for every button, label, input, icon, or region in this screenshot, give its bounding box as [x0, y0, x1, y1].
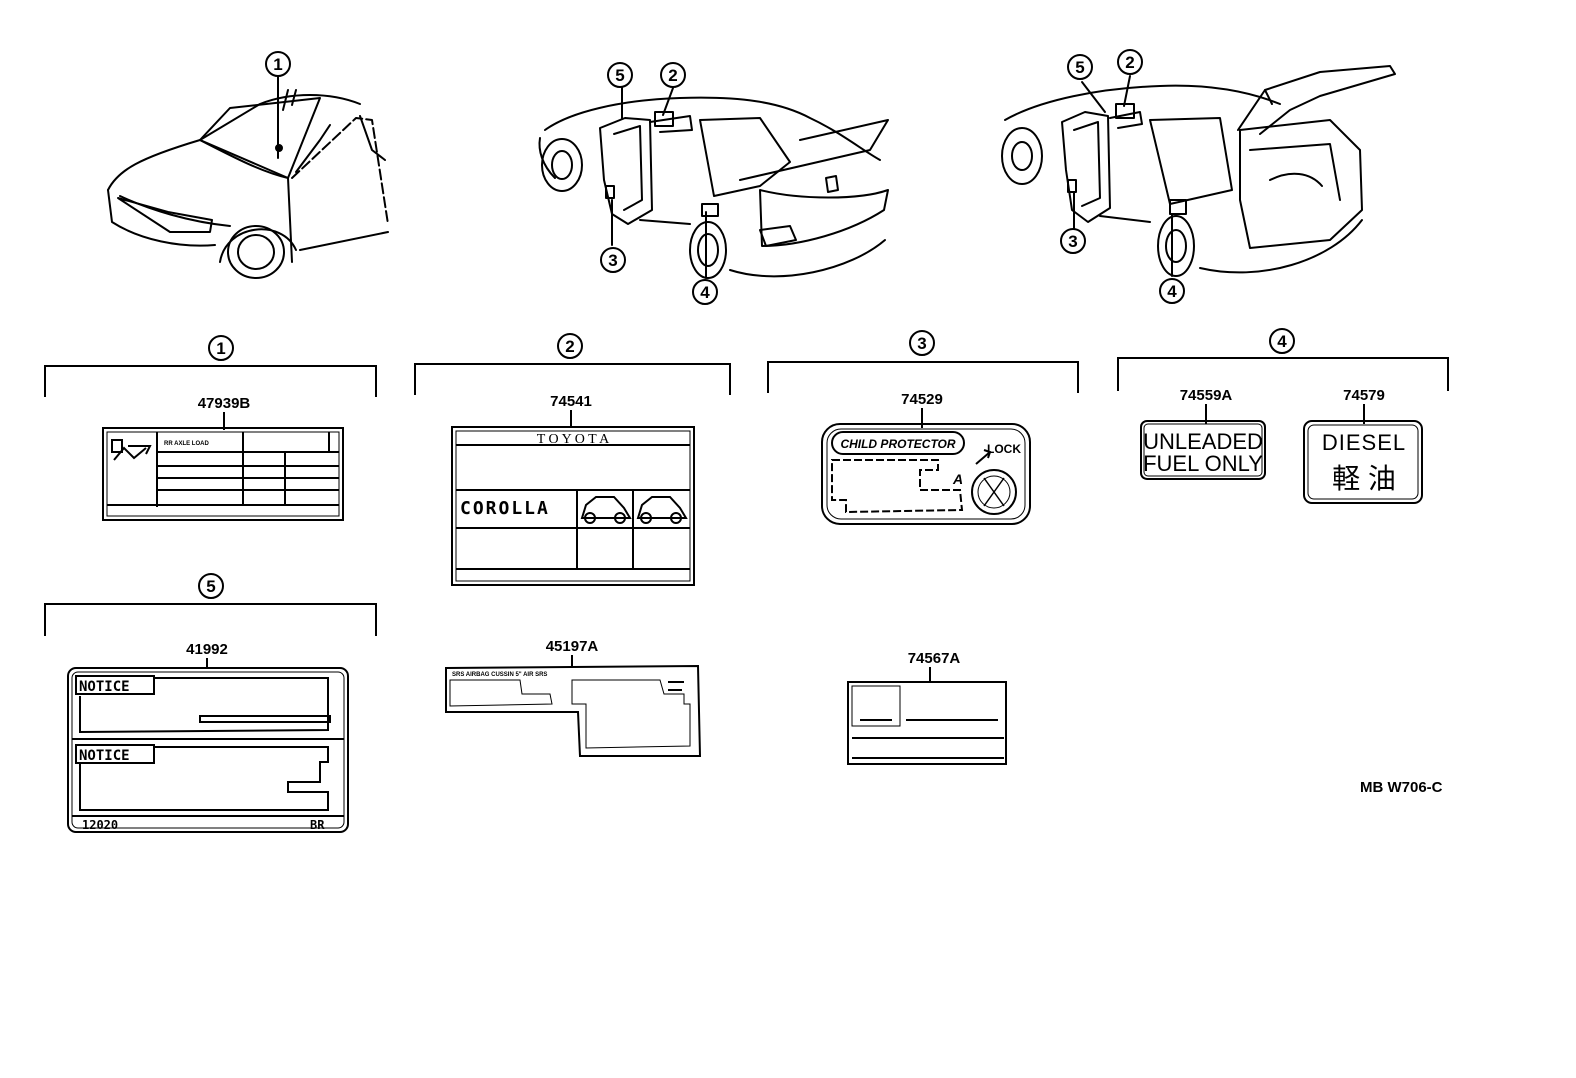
label-diesel-text: DIESEL — [1322, 430, 1406, 455]
svg-text:4: 4 — [700, 283, 710, 302]
group-callout-5: 5 — [198, 573, 224, 599]
group-callout-3: 3 — [909, 330, 935, 356]
svg-text:3: 3 — [1068, 232, 1077, 251]
group-callout-1: 1 — [208, 335, 234, 361]
part-number-74567A: 74567A — [908, 650, 961, 667]
part-number-45197A: 45197A — [546, 638, 599, 655]
svg-text:5: 5 — [1075, 58, 1084, 77]
label-74559A-unleaded — [1140, 420, 1266, 480]
bracket-group-3 — [767, 361, 1079, 393]
label-toyota-text: T O Y O T A — [537, 432, 610, 447]
svg-text:3: 3 — [608, 251, 617, 270]
label-notice-code: 12020 — [82, 818, 118, 832]
label-lock-text: LOCK — [987, 442, 1021, 456]
label-74541-toyota-corolla — [451, 426, 695, 586]
svg-text:5: 5 — [206, 577, 215, 596]
bracket-group-5 — [44, 603, 377, 636]
part-number-74541: 74541 — [550, 393, 592, 410]
svg-text:4: 4 — [1277, 332, 1287, 351]
svg-text:5: 5 — [615, 66, 624, 85]
callout-car3-2: 2 — [1117, 49, 1143, 75]
label-74567A — [847, 681, 1007, 765]
bracket-group-1 — [44, 365, 377, 397]
label-unleaded-line1: UNLEADED — [1143, 429, 1263, 454]
label-notice-br: BR — [310, 818, 325, 832]
label-diesel-jp-text: 軽 油 — [1332, 463, 1396, 494]
callout-car2-4: 4 — [692, 279, 718, 305]
label-74579-diesel — [1303, 420, 1423, 504]
svg-text:1: 1 — [273, 55, 282, 74]
callout-car2-3: 3 — [600, 247, 626, 273]
callout-car2-2: 2 — [660, 62, 686, 88]
callout-car3-3: 3 — [1060, 228, 1086, 254]
svg-text:2: 2 — [668, 66, 677, 85]
svg-text:2: 2 — [565, 337, 574, 356]
car-front-illustration — [107, 74, 389, 279]
callout-car3-4: 4 — [1159, 278, 1185, 304]
svg-text:1: 1 — [216, 339, 225, 358]
label-unleaded-line2: FUEL ONLY — [1143, 451, 1263, 476]
label-41992-notice — [67, 667, 349, 833]
callout-car2-5: 5 — [607, 62, 633, 88]
part-number-41992: 41992 — [186, 641, 228, 658]
car-sedan-illustration — [538, 85, 889, 279]
label-corolla-text: COROLLA — [460, 498, 550, 519]
label-47939B-axle-load — [102, 427, 344, 521]
car-wagon-illustration — [1001, 65, 1396, 277]
diagram-code: MB W706-C — [1360, 779, 1443, 796]
label-notice-2-text: NOTICE — [79, 748, 130, 764]
part-number-47939B: 47939B — [198, 395, 251, 412]
group-callout-4: 4 — [1269, 328, 1295, 354]
svg-text:4: 4 — [1167, 282, 1177, 301]
group-callout-2: 2 — [557, 333, 583, 359]
bracket-group-4 — [1117, 357, 1449, 391]
bracket-group-2 — [414, 363, 731, 395]
callout-car1-1: 1 — [265, 51, 291, 77]
label-notice-1-text: NOTICE — [79, 679, 130, 695]
label-74529-child-protector — [821, 423, 1031, 525]
label-lock-letter: A — [952, 471, 963, 487]
svg-text:2: 2 — [1125, 53, 1134, 72]
part-number-74579: 74579 — [1343, 387, 1385, 404]
part-number-74559A: 74559A — [1180, 387, 1233, 404]
part-number-74529: 74529 — [901, 391, 943, 408]
label-child-protector-text: CHILD PROTECTOR — [840, 437, 955, 451]
label-axle-load-text: RR AXLE LOAD — [164, 441, 209, 447]
svg-text:3: 3 — [917, 334, 926, 353]
label-45197A-srs — [445, 664, 702, 757]
callout-car3-5: 5 — [1067, 54, 1093, 80]
label-srs-text: SRS AIRBAG CUSSIN 5" AIR SRS — [452, 672, 547, 678]
